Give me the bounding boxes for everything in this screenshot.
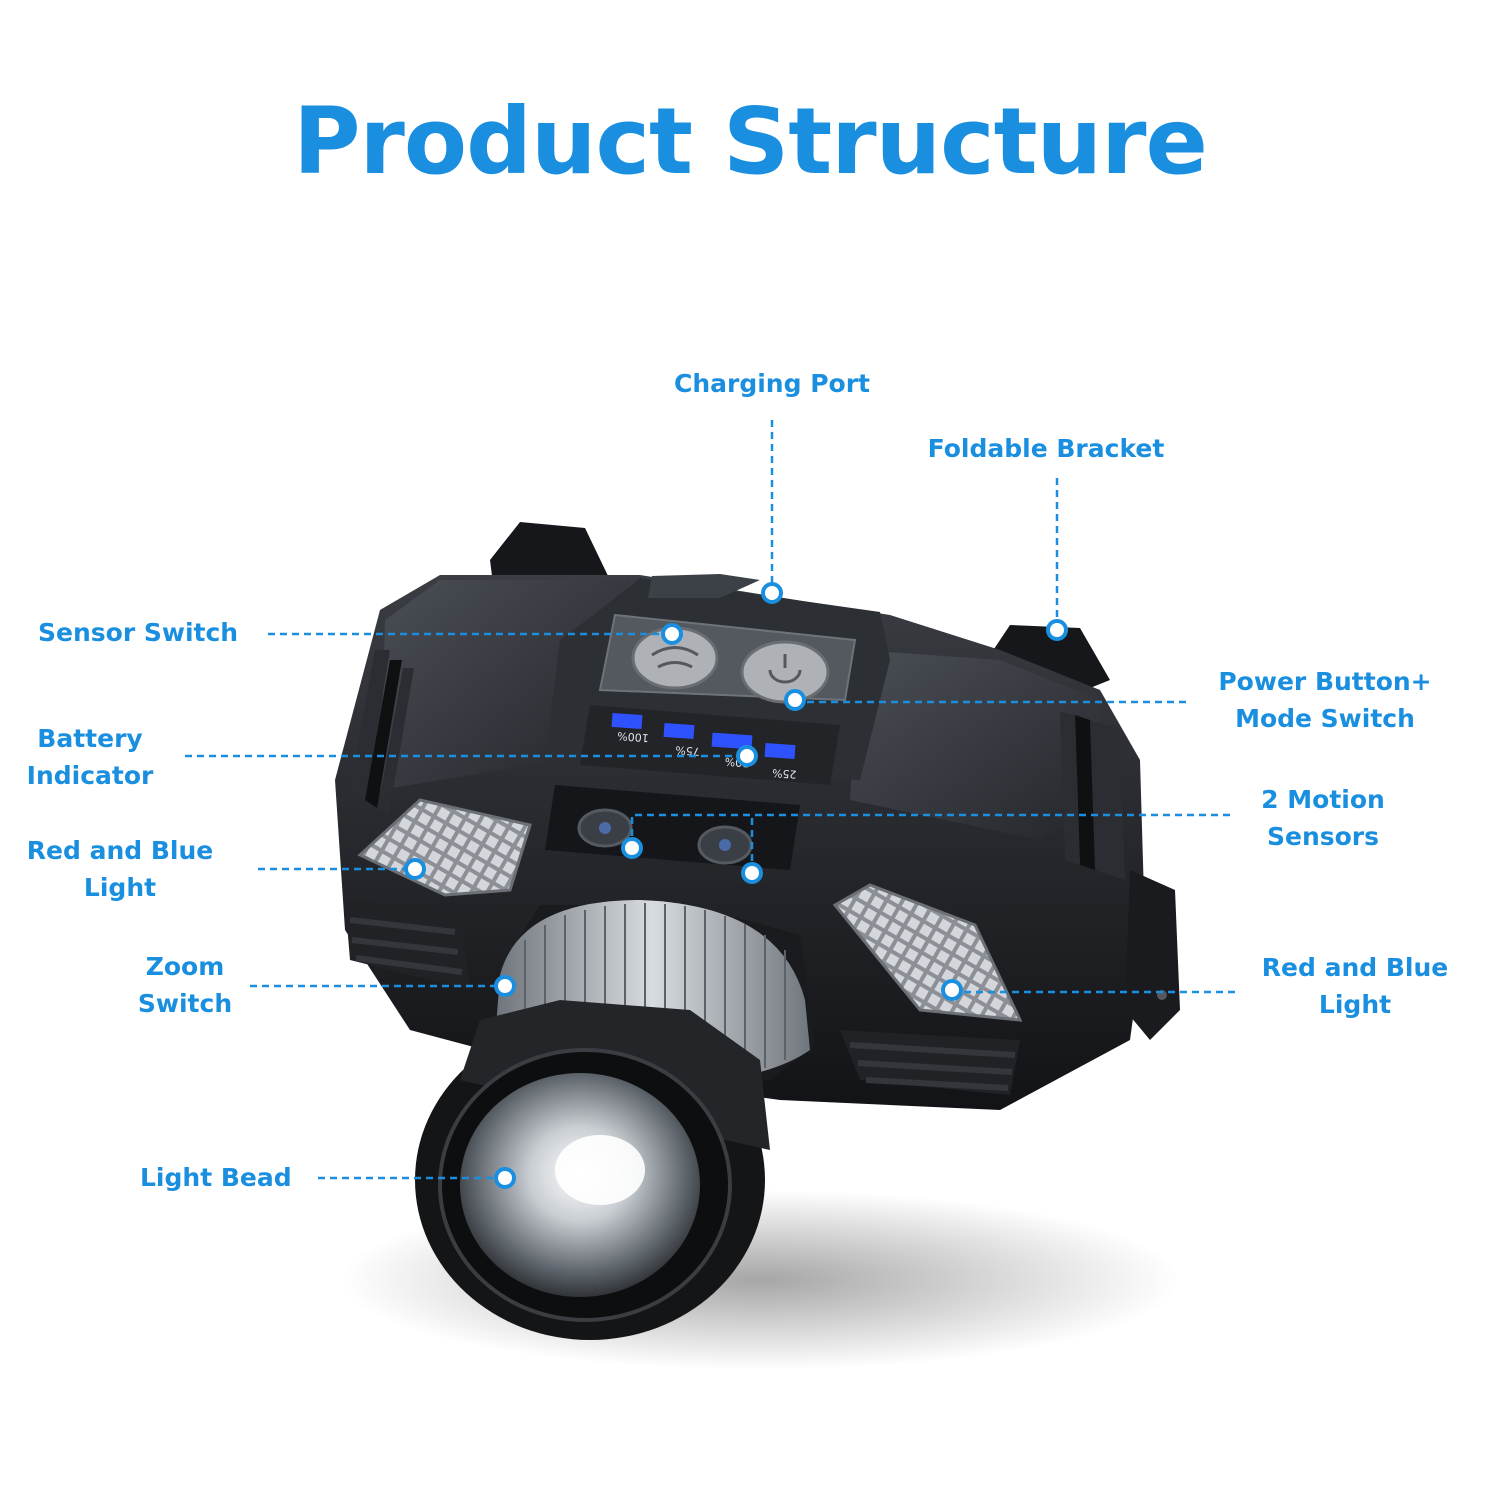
label-power-button-line1: Power Button+	[1218, 667, 1431, 696]
dot-charging-port	[761, 582, 783, 604]
battery-leds	[611, 712, 796, 760]
battery-level-100: 100%	[617, 729, 649, 744]
sensor-wave-icon	[651, 646, 699, 669]
dot-red-blue-left	[404, 858, 426, 880]
left-ribs	[350, 650, 414, 814]
dot-light-bead	[494, 1167, 516, 1189]
label-foldable-bracket: Foldable Bracket	[928, 434, 1165, 463]
label-motion-line1: 2 Motion	[1261, 785, 1385, 814]
rear-bracket-right	[990, 625, 1110, 700]
red-blue-light-left	[357, 798, 532, 897]
right-ribs	[1060, 712, 1125, 880]
label-red-blue-left-line2: Light	[84, 873, 156, 902]
battery-level-75: 75%	[675, 743, 700, 758]
dot-motion-sensor-2	[741, 862, 763, 884]
headlamp-illustration: 100% 75% 50% 25%	[335, 522, 1180, 1370]
battery-indicator-panel	[580, 705, 840, 785]
dot-zoom-switch	[494, 975, 516, 997]
page-title: Product Structure	[293, 88, 1208, 195]
dot-sensor-switch	[661, 623, 683, 645]
leader-lines	[185, 420, 1235, 1180]
bracket-arm	[1125, 870, 1180, 1040]
red-blue-light-right	[832, 883, 1023, 1022]
label-battery-line1: Battery	[37, 724, 142, 753]
callout-dots	[404, 582, 1068, 1189]
dot-red-blue-right	[941, 979, 963, 1001]
label-light-bead: Light Bead	[140, 1163, 292, 1192]
label-sensor-switch: Sensor Switch	[38, 618, 238, 647]
dot-foldable-bracket	[1046, 619, 1068, 641]
label-red-blue-right-line2: Light	[1319, 990, 1391, 1019]
label-zoom-line1: Zoom	[146, 952, 225, 981]
charging-port-cover	[648, 574, 760, 598]
top-plate-right	[850, 650, 1115, 840]
callout-labels: Charging Port Foldable Bracket Sensor Sw…	[27, 369, 1449, 1192]
dot-motion-sensor-1	[621, 837, 643, 859]
label-motion-line2: Sensors	[1267, 822, 1379, 851]
label-zoom-line2: Switch	[138, 989, 232, 1018]
label-red-blue-right-line1: Red and Blue	[1262, 953, 1448, 982]
battery-level-25: 25%	[772, 766, 797, 781]
power-icon	[768, 669, 802, 684]
light-bead-highlight	[555, 1135, 645, 1205]
power-button	[740, 640, 830, 704]
label-charging-port: Charging Port	[674, 369, 870, 398]
label-red-blue-left-line1: Red and Blue	[27, 836, 213, 865]
dot-battery-indicator	[736, 745, 758, 767]
label-power-button-line2: Mode Switch	[1235, 704, 1415, 733]
dot-power-button	[784, 689, 806, 711]
label-battery-line2: Indicator	[27, 761, 154, 790]
